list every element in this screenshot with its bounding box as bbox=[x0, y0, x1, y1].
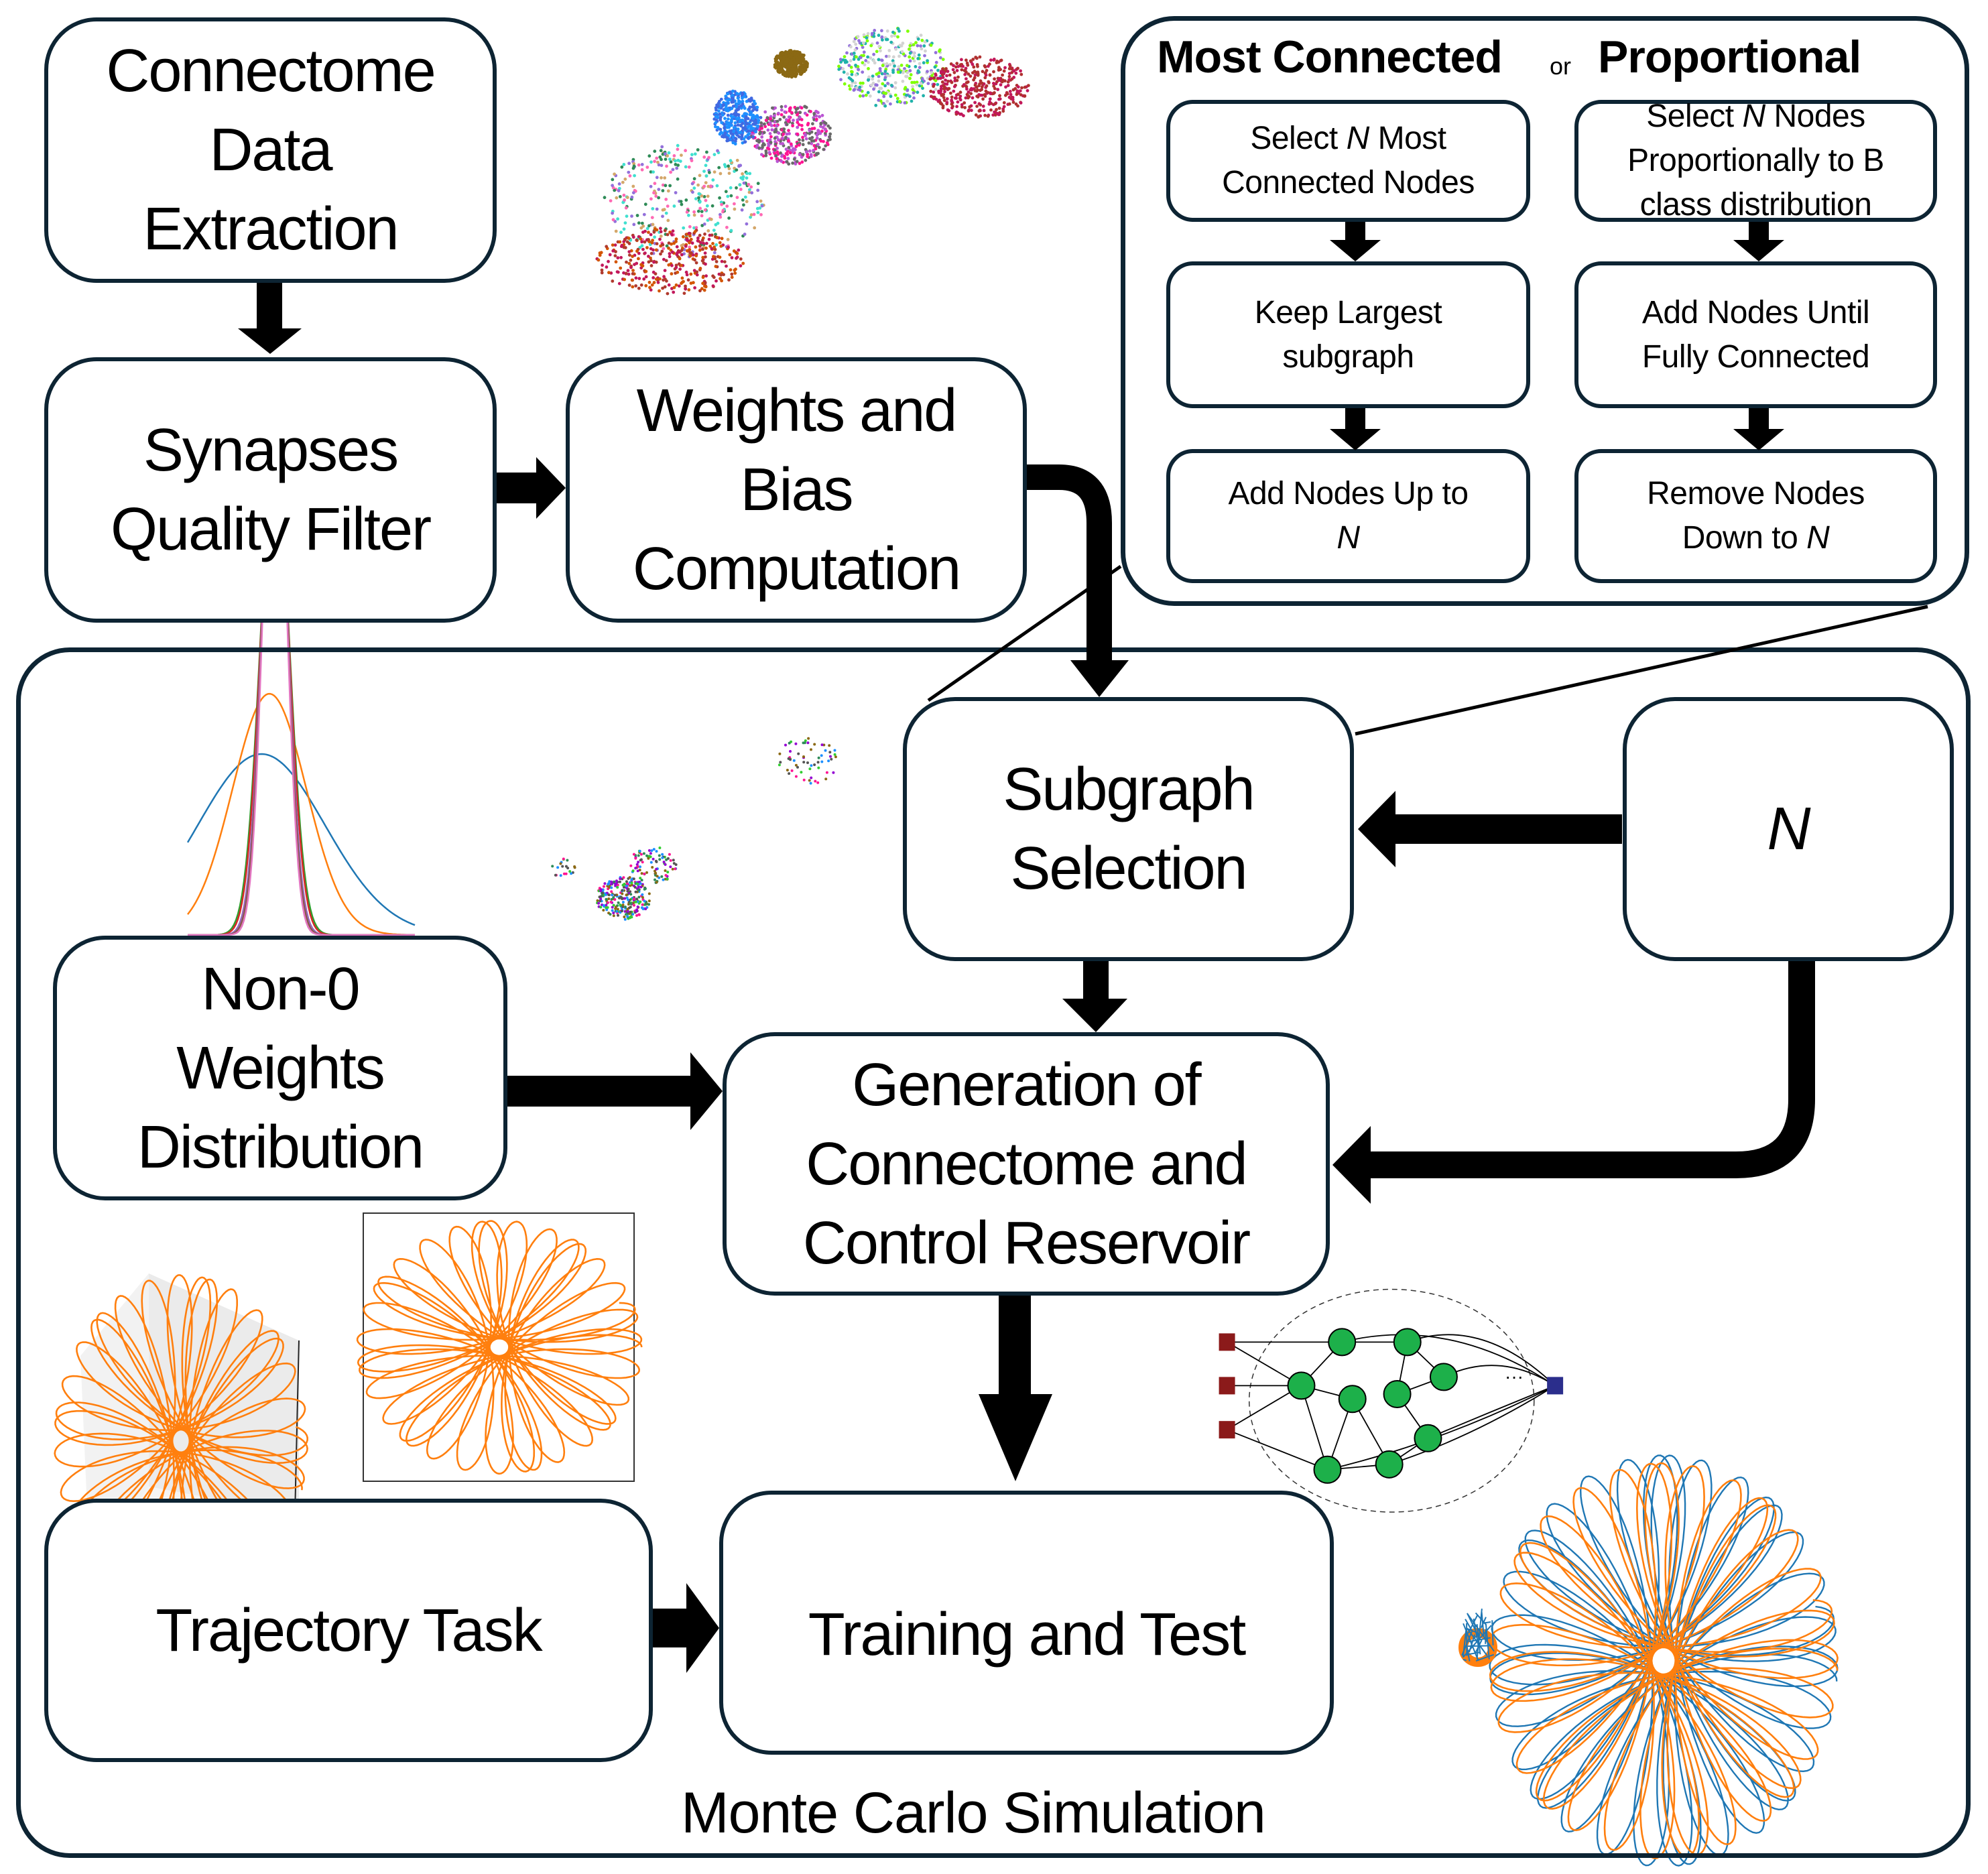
reservoir-node bbox=[1375, 1450, 1404, 1479]
subgraph-selection-box[interactable]: Subgraph Selection bbox=[903, 697, 1354, 961]
arrow-trajectory-to-training bbox=[653, 1583, 719, 1673]
reservoir-node bbox=[1287, 1371, 1316, 1400]
distribution-curve bbox=[188, 364, 415, 936]
connectome-extraction-box[interactable]: Connectome Data Extraction bbox=[44, 17, 497, 283]
arrow-prop-step2-to-step3 bbox=[1733, 408, 1784, 450]
proportional-step-label: Add Nodes Until Fully Connected bbox=[1641, 294, 1870, 375]
training-test-label: Training and Test bbox=[808, 1601, 1246, 1668]
most-connected-step-label: Select N Most Connected Nodes bbox=[1222, 121, 1475, 200]
generation-reservoir-box[interactable]: Generation of Connectome and Control Res… bbox=[723, 1032, 1330, 1296]
arrow-connectome-to-synapses bbox=[238, 283, 302, 354]
trajectory-prediction-overlay bbox=[1458, 1454, 1839, 1867]
proportional-step-label: Remove Nodes Down to N bbox=[1647, 476, 1865, 556]
monte-carlo-container bbox=[16, 647, 1971, 1858]
reservoir-node bbox=[1328, 1328, 1357, 1357]
arrow-prop-step1-to-step2 bbox=[1733, 222, 1784, 261]
input-node bbox=[1219, 1421, 1235, 1439]
most-connected-step-3[interactable]: Add Nodes Up to N bbox=[1166, 449, 1530, 583]
reservoir-node bbox=[1338, 1385, 1367, 1414]
distribution-curve bbox=[186, 753, 416, 926]
reservoir-node bbox=[1383, 1380, 1412, 1409]
nonzero-weights-box[interactable]: Non-0 Weights Distribution bbox=[53, 936, 507, 1200]
n-parameter-label: N bbox=[1767, 796, 1811, 863]
output-node bbox=[1547, 1377, 1564, 1395]
most-connected-step-2[interactable]: Keep Largest subgraph bbox=[1166, 261, 1530, 408]
arrow-subgraph-to-generation bbox=[1062, 961, 1127, 1032]
most-connected-step-1[interactable]: Select N Most Connected Nodes bbox=[1166, 100, 1530, 222]
trajectory-2d-plot bbox=[356, 1212, 643, 1482]
weight-distribution-curves bbox=[186, 364, 416, 936]
brain-connectome-scatter bbox=[595, 26, 1030, 296]
n-parameter-box[interactable]: N bbox=[1623, 697, 1954, 961]
panel-title-proportional: Proportional bbox=[1598, 32, 1861, 82]
arrow-mc-step1-to-step2 bbox=[1330, 222, 1381, 261]
most-connected-step-label: Keep Largest subgraph bbox=[1254, 294, 1442, 375]
arrow-weights-to-subgraph bbox=[1027, 464, 1129, 697]
monte-carlo-label: Monte Carlo Simulation bbox=[681, 1781, 1266, 1845]
proportional-step-3[interactable]: Remove Nodes Down to N bbox=[1574, 449, 1937, 583]
arrow-synapses-to-weights bbox=[496, 457, 566, 519]
proportional-step-1[interactable]: Select N Nodes Proportionally to B class… bbox=[1574, 99, 1937, 223]
trajectory-task-box[interactable]: Trajectory Task bbox=[44, 1499, 653, 1762]
arrow-nonzero-to-generation bbox=[507, 1052, 723, 1130]
trajectory-task-label: Trajectory Task bbox=[156, 1597, 542, 1664]
panel-title-most-connected: Most Connected bbox=[1157, 32, 1503, 82]
reservoir-node bbox=[1414, 1424, 1442, 1452]
reservoir-node bbox=[1393, 1328, 1422, 1357]
proportional-step-label: Select N Nodes Proportionally to B class… bbox=[1627, 99, 1884, 223]
arrow-mc-step2-to-step3 bbox=[1330, 408, 1381, 450]
distribution-curve bbox=[187, 692, 416, 936]
arrow-generation-to-training bbox=[979, 1296, 1052, 1481]
synapses-filter-label: Synapses Quality Filter bbox=[110, 417, 432, 563]
zoom-line-right bbox=[1355, 605, 1928, 736]
subgraph-selection-label: Subgraph Selection bbox=[1003, 756, 1255, 902]
synapses-filter-box[interactable]: Synapses Quality Filter bbox=[44, 357, 497, 623]
reservoir-node bbox=[1313, 1455, 1342, 1484]
reservoir-node bbox=[1429, 1363, 1458, 1391]
arrow-n-to-generation bbox=[1332, 961, 1815, 1204]
weights-bias-label: Weights and Bias Computation bbox=[632, 377, 961, 603]
proportional-step-2[interactable]: Add Nodes Until Fully Connected bbox=[1574, 261, 1937, 408]
generation-reservoir-label: Generation of Connectome and Control Res… bbox=[802, 1051, 1251, 1277]
nonzero-weights-label: Non-0 Weights Distribution bbox=[137, 955, 424, 1181]
training-test-box[interactable]: Training and Test bbox=[719, 1491, 1334, 1755]
panel-title-or: or bbox=[1550, 52, 1572, 80]
input-node bbox=[1219, 1377, 1235, 1395]
arrow-n-to-subgraph bbox=[1358, 791, 1622, 867]
most-connected-step-label: Add Nodes Up to N bbox=[1228, 476, 1469, 556]
input-node bbox=[1219, 1333, 1235, 1351]
subgraph-scatter bbox=[551, 737, 837, 921]
connectome-extraction-label: Connectome Data Extraction bbox=[106, 38, 436, 263]
network-ellipsis: ··· bbox=[1505, 1366, 1524, 1387]
selection-methods-panel bbox=[1121, 16, 1969, 606]
weights-bias-box[interactable]: Weights and Bias Computation bbox=[566, 357, 1027, 623]
